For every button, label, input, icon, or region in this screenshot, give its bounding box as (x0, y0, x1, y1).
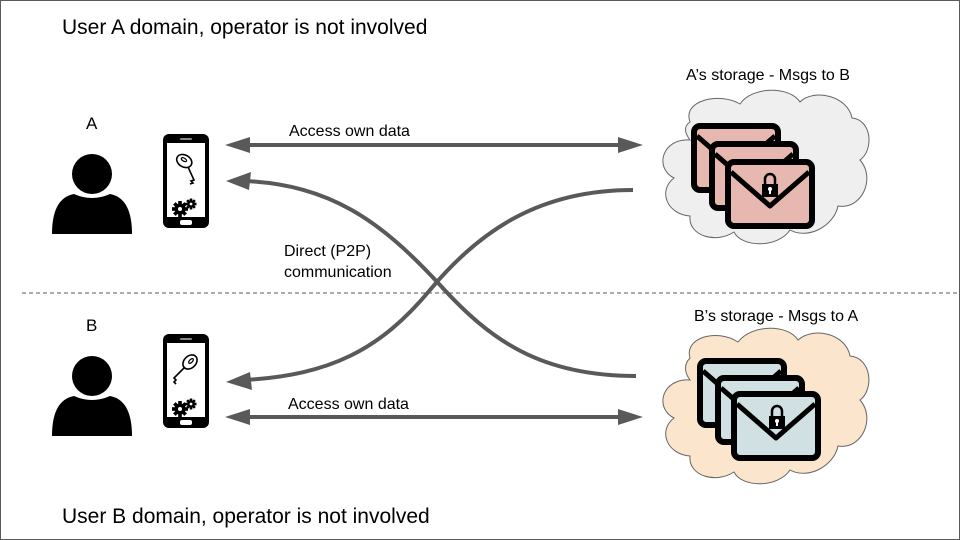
p2p-label-line2: communication (284, 264, 392, 281)
bottom-domain-title: User B domain, operator is not involved (62, 505, 430, 528)
p2p-label-line1: Direct (P2P) (284, 243, 372, 260)
p2p-arrow-to-a (226, 172, 637, 378)
storage-a-label: A’s storage - Msgs to B (686, 67, 850, 84)
top-domain-title: User A domain, operator is not involved (62, 16, 428, 39)
p2p-arrow-to-b (226, 188, 634, 390)
user-a-label: A (86, 114, 98, 133)
access-arrow-b (225, 409, 643, 425)
bottom-access-label: Access own data (288, 396, 409, 413)
storage-a-lock-icon (762, 172, 778, 197)
user-b-label: B (86, 316, 98, 335)
storage-a-envelopes-icon (694, 126, 812, 226)
user-a-key-icon (175, 153, 196, 185)
storage-b-label: B’s storage - Msgs to A (694, 308, 859, 325)
storage-b-lock-icon (769, 404, 785, 429)
top-access-label: Access own data (289, 123, 410, 140)
user-a-avatar-icon (52, 154, 132, 234)
user-b-key-icon (172, 354, 198, 385)
user-b-avatar-icon (52, 356, 132, 436)
access-arrow-a (225, 137, 643, 153)
storage-b-envelopes-icon (700, 361, 818, 458)
